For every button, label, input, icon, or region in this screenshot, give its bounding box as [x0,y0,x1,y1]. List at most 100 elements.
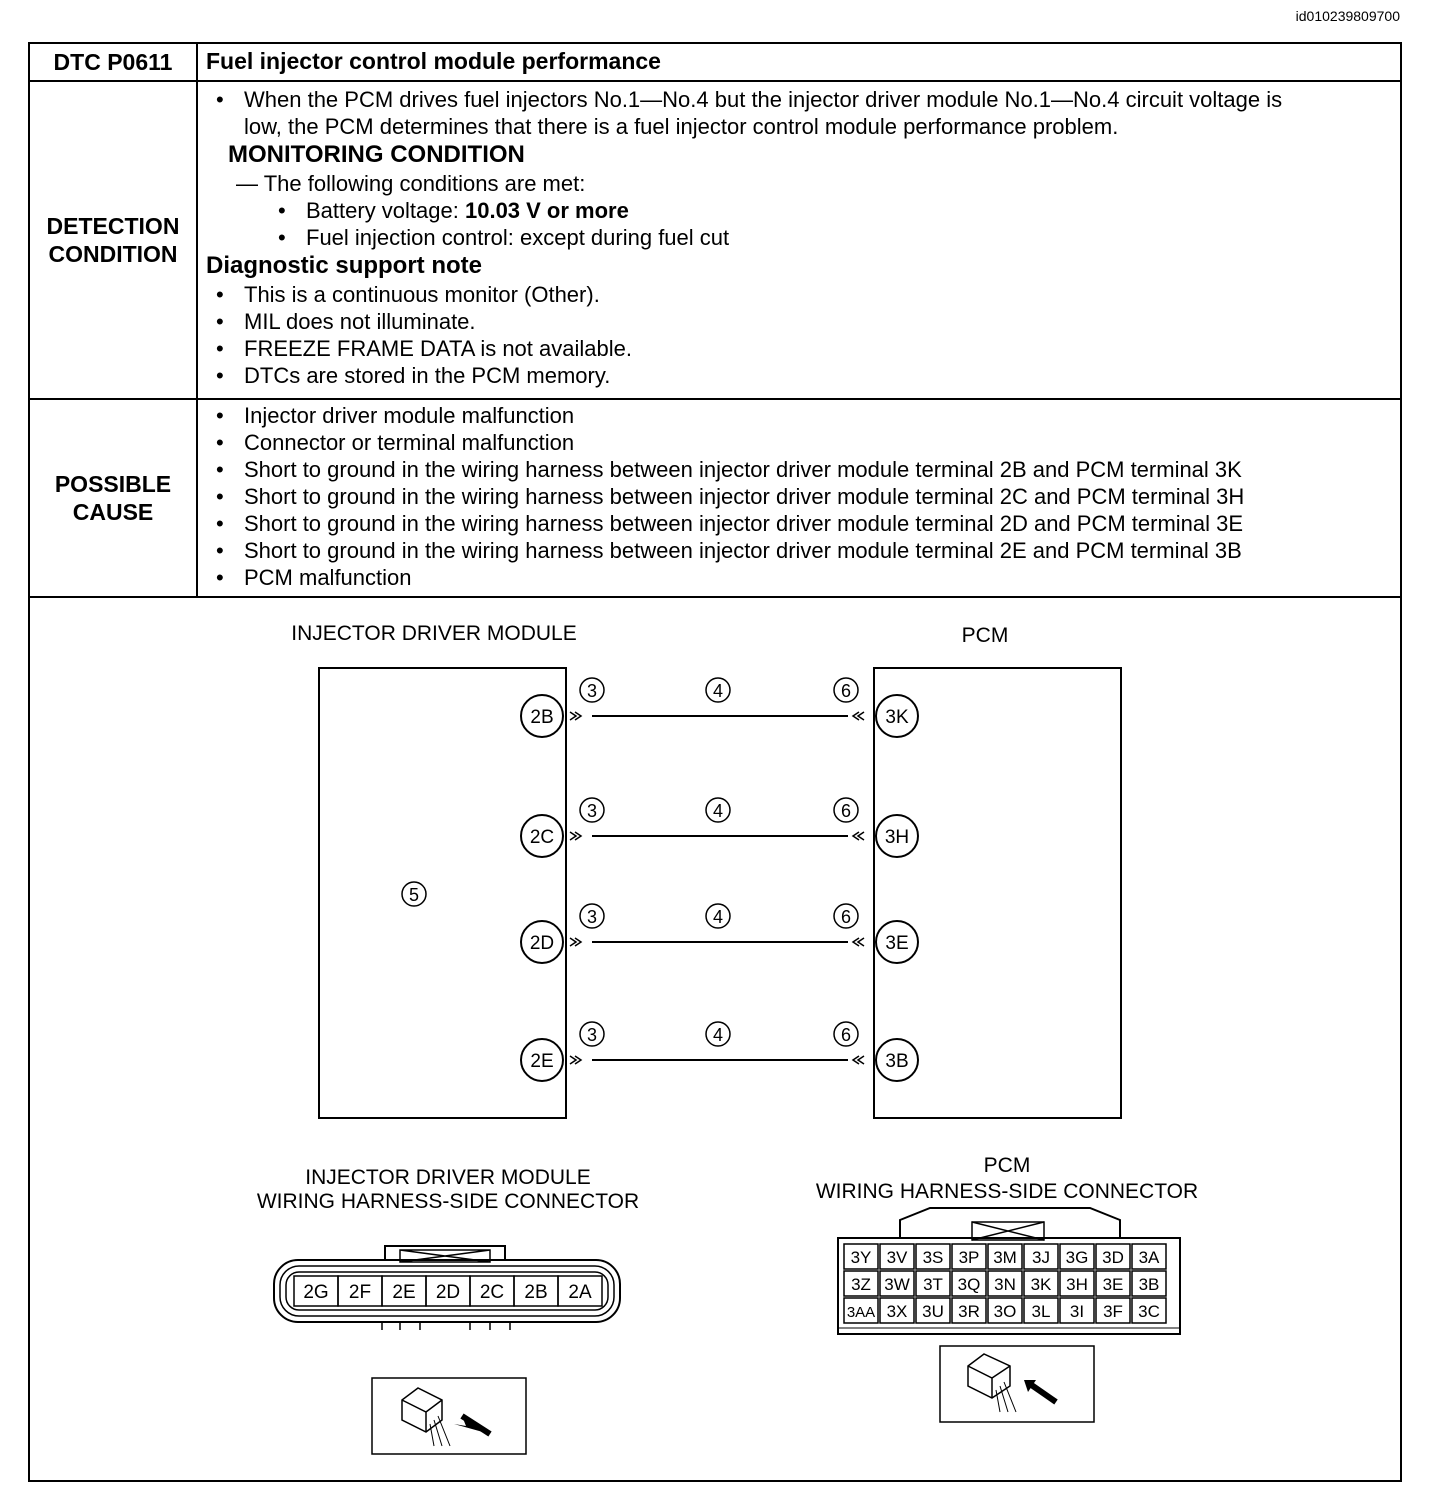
wire-strands-icon [429,1415,451,1447]
dtc-title: Fuel injector control module performance [196,42,1402,82]
terminal-label: 3K [885,707,909,728]
pcm-pin-cell [843,1270,879,1297]
detection-description: When the PCM drives fuel injectors No.1—… [206,86,1392,140]
connector-latch [384,1245,506,1260]
pcm-pin-cell [1059,1270,1095,1297]
cause-item: PCM malfunction [206,564,1392,591]
dtc-table: DTC P0611 Fuel injector control module p… [28,42,1402,598]
connector-outer-shell [273,1259,621,1323]
cause-item: Short to ground in the wiring harness be… [206,537,1392,564]
callout-circle [579,903,605,929]
injector-driver-module-box [318,667,567,1119]
callout-label: 3 [587,681,597,701]
detection-desc-line1: When the PCM drives fuel injectors No.1—… [244,87,1283,112]
connector-pin-label: 2F [349,1282,371,1303]
pcm-pin-label: 3F [1103,1302,1123,1321]
pcm-box [873,667,1122,1119]
pcm-pin-cell [987,1243,1023,1270]
pcm-pin-cell [1023,1297,1059,1324]
detection-content: When the PCM drives fuel injectors No.1—… [196,80,1402,400]
battery-value: 10.03 V or more [464,198,629,223]
callout-label: 3 [587,801,597,821]
left-view-icon-box [371,1377,527,1455]
terminal-label: 2B [530,707,553,728]
detection-label-line1: DETECTION [46,213,180,239]
pcm-pin-cell [1095,1270,1131,1297]
terminal-label: 2C [530,827,554,848]
pcm-pin-label: 3O [994,1302,1017,1321]
wire-strands-icon [995,1381,1017,1413]
callout-label: 3 [587,1025,597,1045]
battery-label: Battery voltage: [306,198,465,223]
connector-arrow-icon [569,1055,583,1065]
monitoring-heading: MONITORING CONDITION [228,141,525,168]
cause-label-line1: POSSIBLE [54,471,172,497]
detection-label-line2: CONDITION [48,241,178,267]
pcm-pin-cell [879,1243,915,1270]
pcm-pin-label: 3Z [851,1275,871,1294]
pcm-pin-cell [1095,1297,1131,1324]
pcm-pin-label: 3B [1139,1275,1160,1294]
conditions-intro: — The following conditions are met: [236,171,586,196]
pcm-pin-cell [1059,1243,1095,1270]
callout-label: 6 [841,907,851,927]
callout-circle [705,903,731,929]
support-note: DTCs are stored in the PCM memory. [206,362,1392,389]
pcm-pin-cell [843,1243,879,1270]
pcm-pin-cell [951,1297,987,1324]
connector-arrow-icon [851,937,865,947]
connector-bottom-ribs [381,1322,511,1330]
connector-arrow-icon [569,937,583,947]
terminal-circle [520,920,564,964]
pcm-pin-label: 3AA [847,1304,875,1321]
callout-label: 6 [841,681,851,701]
pcm-connector-latch [971,1221,1045,1241]
connector-arrow-icon [569,711,583,721]
connector-view-icon [401,1387,443,1433]
callout-label: 4 [713,681,723,701]
callout-circle [401,881,427,907]
callout-circle [833,1021,859,1047]
callout-label: 6 [841,801,851,821]
connector-pin-label: 2A [568,1282,592,1303]
terminal-circle [520,1038,564,1082]
connector-arrow-icon [851,711,865,721]
pcm-pin-cell [1131,1243,1167,1270]
injection-condition: Fuel injection control: except during fu… [206,224,1392,251]
callout-circle [705,797,731,823]
pcm-pin-cell [1023,1270,1059,1297]
pcm-pin-label: 3D [1102,1248,1124,1267]
support-heading: Diagnostic support note [206,252,482,279]
pcm-pin-cell [1023,1243,1059,1270]
terminal-circle [875,694,919,738]
dtc-code: DTC P0611 [28,42,198,82]
pcm-pin-label: 3J [1032,1248,1050,1267]
pcm-pin-label: 3I [1070,1302,1084,1321]
connector-pin-label: 2B [524,1282,547,1303]
pcm-pin-label: 3G [1066,1248,1089,1267]
pcm-pin-cell [915,1243,951,1270]
terminal-label: 3E [885,933,908,954]
callout-label: 4 [713,801,723,821]
battery-condition: Battery voltage: 10.03 V or more [206,197,1392,224]
terminal-label: 2E [530,1051,553,1072]
detection-desc-line2: low, the PCM determines that there is a … [244,114,1119,139]
pcm-pin-cell [951,1270,987,1297]
cause-item: Connector or terminal malfunction [206,429,1392,456]
pcm-pin-cell [987,1297,1023,1324]
pcm-pin-cell [1131,1270,1167,1297]
left-connector-title-line2: WIRING HARNESS-SIDE CONNECTOR [257,1190,639,1213]
cause-label: POSSIBLE CAUSE [28,398,198,598]
pcm-pin-label: 3W [884,1275,910,1294]
pcm-pin-label: 3T [923,1275,943,1294]
pcm-pin-cell [879,1297,915,1324]
pcm-pin-label: 3V [887,1248,908,1267]
pcm-pin-label: 3R [958,1302,980,1321]
pcm-pin-cell [879,1270,915,1297]
